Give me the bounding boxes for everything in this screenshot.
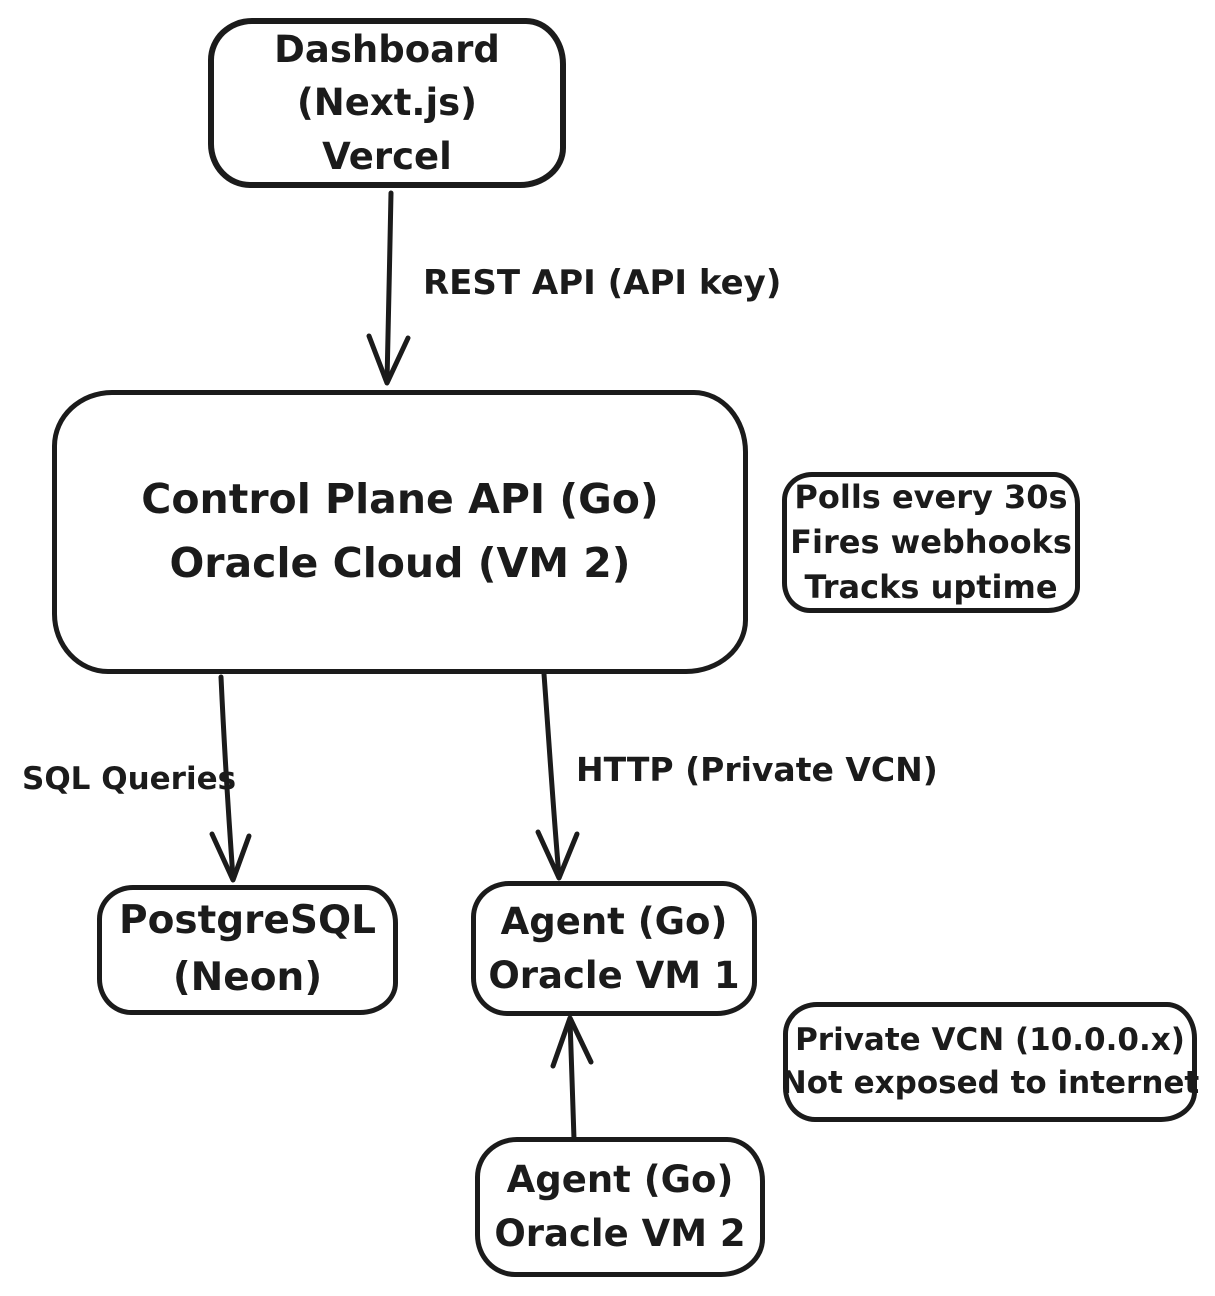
node-text-line: Vercel: [322, 134, 452, 178]
note-text-line: Polls every 30s: [794, 478, 1068, 517]
node-text-line: Agent (Go): [506, 1158, 734, 1202]
note-polling: Polls every 30s Fires webhooks Tracks up…: [782, 472, 1080, 613]
edge-label-sql-queries: SQL Queries: [22, 761, 237, 797]
node-text-line: Oracle Cloud (VM 2): [169, 539, 631, 587]
node-text-line: Oracle VM 2: [494, 1212, 746, 1255]
arrow-line: [541, 671, 562, 879]
node-control-plane: Control Plane API (Go) Oracle Cloud (VM …: [52, 390, 748, 674]
arrow-line: [384, 190, 394, 385]
node-text-line: (Next.js): [296, 81, 478, 125]
arrow-line: [567, 1017, 577, 1142]
edge-label-http-private-vcn: HTTP (Private VCN): [576, 750, 938, 789]
arrowhead-down-icon: [535, 829, 580, 881]
note-text-line: Fires webhooks: [790, 523, 1072, 562]
arrow-dashboard-to-control-plane: [366, 190, 411, 386]
arrowhead-up-icon: [550, 1015, 594, 1069]
node-postgresql: PostgreSQL (Neon): [97, 885, 398, 1015]
arrowhead-down-icon: [209, 831, 252, 883]
arrow-agent-vm2-to-agent-vm1: [550, 1015, 594, 1142]
arrow-control-plane-to-agent-vm1: [535, 671, 580, 881]
node-text-line: Dashboard: [274, 27, 500, 71]
node-agent-vm2: Agent (Go) Oracle VM 2: [475, 1137, 765, 1277]
note-text-line: Tracks uptime: [804, 567, 1058, 606]
arrowhead-down-icon: [366, 333, 411, 386]
note-text-line: Not exposed to internet: [780, 1065, 1200, 1101]
note-text-line: Private VCN (10.0.0.x): [795, 1021, 1185, 1058]
node-text-line: Control Plane API (Go): [141, 475, 659, 524]
node-agent-vm1: Agent (Go) Oracle VM 1: [471, 881, 757, 1016]
node-text-line: PostgreSQL: [119, 898, 376, 944]
note-private-vcn: Private VCN (10.0.0.x) Not exposed to in…: [780, 1002, 1200, 1122]
node-text-line: Oracle VM 1: [488, 953, 740, 997]
edge-label-rest-api: REST API (API key): [423, 263, 782, 303]
node-text-line: (Neon): [172, 955, 323, 1000]
node-text-line: Agent (Go): [500, 899, 728, 943]
node-dashboard: Dashboard (Next.js) Vercel: [208, 18, 566, 188]
